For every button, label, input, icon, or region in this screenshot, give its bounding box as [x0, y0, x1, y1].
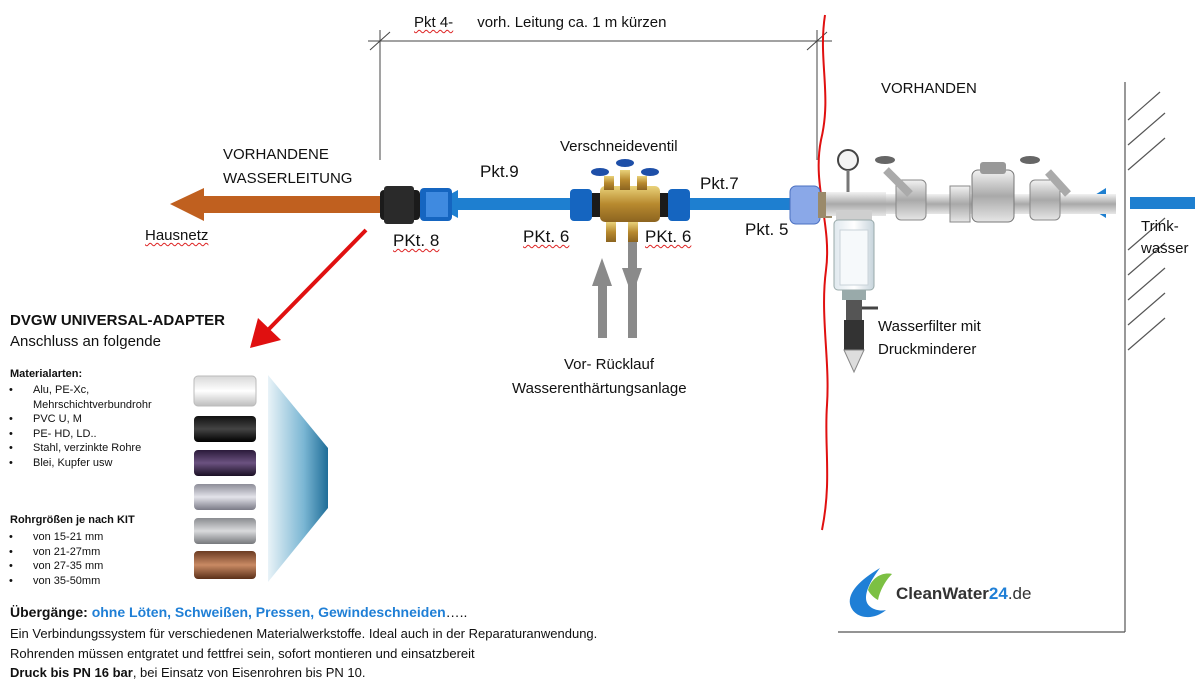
trink-label: Trink-: [1141, 218, 1179, 235]
sizes-heading: Rohrgrößen je nach KIT: [10, 514, 135, 526]
dimension-line: [368, 30, 832, 160]
pipe-sample-steel: [194, 484, 256, 510]
adapter-subtitle: Anschluss an folgende: [10, 333, 161, 350]
pkt8-text: PKt. 8: [393, 231, 440, 250]
wall: [838, 82, 1166, 633]
pkt6-left-text: PKt. 6: [523, 227, 570, 246]
pipe-samples: [193, 375, 328, 582]
pkt8-label: PKt. 8: [393, 231, 439, 251]
dimension-pkt: Pkt 4-: [414, 14, 454, 31]
pipe-sample-pvc: [194, 416, 256, 442]
cleanwater-logo-icon: [849, 568, 892, 618]
list-item: Alu, PE-Xc,Mehrschichtverbundrohr: [5, 383, 152, 412]
pkt7-label: Pkt.7: [700, 174, 739, 193]
sizes-list: von 15-21 mm von 21-27mm von 27-35 mm vo…: [5, 530, 103, 588]
pkt6-right-label: PKt. 6: [645, 227, 691, 247]
pkt9-label: Pkt.9: [480, 162, 519, 181]
return-flow-label-2: Wasserenthärtungsanlage: [512, 380, 687, 397]
return-flow-label-1: Vor- Rücklauf: [564, 356, 655, 373]
coupling-pkt5: [789, 185, 832, 225]
pressure-bold: Druck bis PN 16 bar: [10, 665, 133, 680]
materials-heading: Materialarten:: [10, 368, 83, 380]
pipe-sample-copper: [194, 551, 256, 579]
pressure-rest: , bei Einsatz von Eisenrohren bis PN 10.: [132, 665, 366, 680]
hausnetz-text: Hausnetz: [145, 227, 209, 244]
pipe-sample-lead: [194, 518, 256, 544]
wasser-label: wasser: [1141, 240, 1189, 257]
filter-label-2: Druckminderer: [878, 341, 977, 358]
coupling-pkt8: [380, 186, 452, 224]
transitions-line: Übergänge: ohne Löten, Schweißen, Presse…: [10, 604, 468, 620]
list-item: von 21-27mm: [5, 545, 103, 560]
existing-pipe-label-2: WASSERLEITUNG: [223, 170, 353, 187]
list-item: PVC U, M: [5, 412, 152, 427]
adapter-title: DVGW UNIVERSAL-ADAPTER: [10, 312, 226, 329]
dimension-label: Pkt 4- vorh. Leitung ca. 1 m kürzen: [414, 14, 666, 31]
pkt6-left-label: PKt. 6: [523, 227, 569, 247]
footer-line-3: Druck bis PN 16 bar, bei Einsatz von Eis…: [10, 665, 366, 680]
pipe-sample-hd: [194, 450, 256, 476]
cut-line: [817, 14, 829, 531]
list-item: von 27-35 mm: [5, 559, 103, 574]
footer-line-1: Ein Verbindungssystem für verschiedenen …: [10, 626, 598, 641]
hausnetz-label: Hausnetz: [145, 227, 208, 244]
pkt5-label: Pkt. 5: [745, 220, 789, 239]
verschneideventil-label: Verschneideventil: [560, 138, 678, 155]
list-item: Blei, Kupfer usw: [5, 456, 152, 471]
transitions-value: ohne Löten, Schweißen, Pressen, Gewindes…: [91, 604, 446, 620]
vorhanden-label: VORHANDEN: [881, 80, 977, 97]
materials-list: Alu, PE-Xc,Mehrschichtverbundrohr PVC U,…: [5, 383, 152, 470]
pipe-sample-pe: [193, 375, 257, 407]
water-meter-assembly: [875, 156, 1116, 223]
cleanwater-logo: CleanWater24.de: [846, 558, 1046, 618]
flow-arrows: [592, 242, 642, 338]
list-item: PE- HD, LD..: [5, 427, 152, 442]
hausnetz-arrow: [170, 188, 382, 221]
pkt6-right-text: PKt. 6: [645, 227, 692, 246]
dimension-text: vorh. Leitung ca. 1 m kürzen: [477, 14, 667, 31]
adapter-cone: [268, 375, 328, 582]
footer-line-2: Rohrenden müssen entgratet und fettfrei …: [10, 646, 475, 661]
list-item: von 35-50mm: [5, 574, 103, 589]
water-filter: [826, 149, 886, 374]
bypass-valve: [570, 159, 690, 242]
filter-label-1: Wasserfilter mit: [878, 318, 981, 335]
adapter-arrow: [250, 228, 368, 348]
existing-pipe-label-1: VORHANDENE: [223, 146, 329, 163]
list-item: von 15-21 mm: [5, 530, 103, 545]
transitions-label: Übergänge:: [10, 604, 88, 620]
logo-text: CleanWater24.de: [896, 584, 1032, 603]
list-item: Stahl, verzinkte Rohre: [5, 441, 152, 456]
